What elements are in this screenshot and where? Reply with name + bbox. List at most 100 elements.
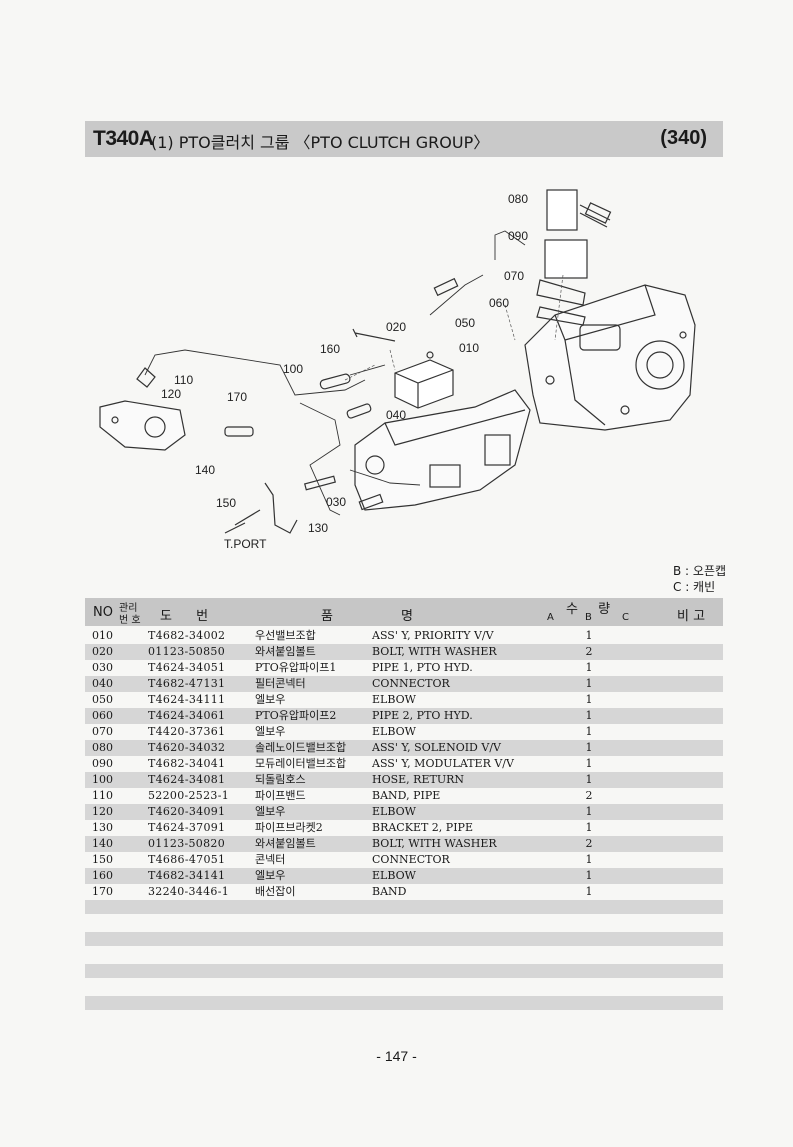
parts-table-header: NO 관리 번 호 도 번 품 명 수 량 A B C 비 고 bbox=[85, 598, 723, 626]
header-mgmt-bottom: 번 호 bbox=[119, 615, 141, 626]
table-row: 020 01123-50850 와셔붙임볼트 BOLT, WITH WASHER 2 bbox=[85, 644, 723, 660]
row-qty: 1 bbox=[585, 885, 593, 898]
callout-030: 030 bbox=[326, 495, 347, 509]
row-name-kr: 엘보우 bbox=[255, 869, 286, 882]
row-no: 120 bbox=[92, 805, 113, 818]
row-name-kr: 와셔붙임볼트 bbox=[255, 837, 316, 850]
row-name-en: HOSE, RETURN bbox=[372, 773, 464, 786]
row-name-en: ASS' Y, PRIORITY V/V bbox=[372, 629, 494, 642]
row-qty: 1 bbox=[585, 741, 593, 754]
row-no: 140 bbox=[92, 837, 113, 850]
row-part-number: 32240-3446-1 bbox=[148, 885, 230, 898]
row-part-number: T4624-34061 bbox=[148, 709, 226, 722]
header-qty: 수 량 bbox=[566, 602, 611, 617]
row-name-en: BOLT, WITH WASHER bbox=[372, 837, 497, 850]
row-no: 040 bbox=[92, 677, 113, 690]
callout-060: 060 bbox=[489, 296, 510, 310]
section-title: (1) PTO클러치 그룹 〈PTO CLUTCH GROUP〉 bbox=[151, 133, 490, 152]
row-part-number: T4624-34111 bbox=[148, 693, 226, 706]
exploded-parts-diagram: 080 090 070 060 050 020 010 160 100 110 … bbox=[85, 165, 723, 565]
empty-row-band bbox=[85, 900, 723, 914]
header-name: 명 bbox=[401, 609, 413, 624]
callout-090: 090 bbox=[508, 229, 529, 243]
table-row: 130 T4624-37091 파이프브라켓2 BRACKET 2, PIPE 1 bbox=[85, 820, 723, 836]
row-qty: 2 bbox=[585, 837, 593, 850]
row-part-number: T4620-34032 bbox=[148, 741, 226, 754]
row-no: 070 bbox=[92, 725, 113, 738]
row-qty: 1 bbox=[585, 757, 593, 770]
callout-070: 070 bbox=[504, 269, 525, 283]
row-part-number: 01123-50850 bbox=[148, 645, 226, 658]
section-page-ref: (340) bbox=[660, 127, 707, 149]
callout-010: 010 bbox=[459, 341, 480, 355]
row-no: 160 bbox=[92, 869, 113, 882]
row-no: 130 bbox=[92, 821, 113, 834]
row-no: 150 bbox=[92, 853, 113, 866]
row-qty: 1 bbox=[585, 853, 593, 866]
legend-b: B : 오픈캡 bbox=[673, 564, 727, 578]
row-qty: 1 bbox=[585, 821, 593, 834]
legend-c: C : 캐빈 bbox=[673, 580, 716, 594]
row-name-en: ELBOW bbox=[372, 725, 416, 738]
callout-120: 120 bbox=[161, 387, 182, 401]
row-name-kr: 모듀레이터밸브조합 bbox=[255, 757, 347, 770]
row-name-kr: 파이프브라켓2 bbox=[255, 821, 323, 834]
row-name-kr: PTO유압파이프2 bbox=[255, 709, 337, 722]
row-part-number: T4420-37361 bbox=[148, 725, 226, 738]
row-name-en: ELBOW bbox=[372, 805, 416, 818]
row-qty: 1 bbox=[585, 709, 593, 722]
row-no: 170 bbox=[92, 885, 113, 898]
callout-170: 170 bbox=[227, 390, 248, 404]
header-remarks: 비 고 bbox=[677, 609, 706, 624]
row-qty: 1 bbox=[585, 661, 593, 674]
row-name-en: BRACKET 2, PIPE bbox=[372, 821, 473, 834]
section-title-bar: T340A (1) PTO클러치 그룹 〈PTO CLUTCH GROUP〉 (… bbox=[85, 121, 723, 157]
row-no: 020 bbox=[92, 645, 113, 658]
row-qty: 2 bbox=[585, 645, 593, 658]
row-part-number: T4624-37091 bbox=[148, 821, 226, 834]
callout-020: 020 bbox=[386, 320, 407, 334]
row-name-kr: 파이프밴드 bbox=[255, 789, 306, 802]
row-no: 030 bbox=[92, 661, 113, 674]
row-no: 110 bbox=[92, 789, 113, 802]
row-name-kr: 와셔붙임볼트 bbox=[255, 645, 316, 658]
row-no: 010 bbox=[92, 629, 113, 642]
row-name-kr: 엘보우 bbox=[255, 693, 286, 706]
row-qty: 1 bbox=[585, 869, 593, 882]
row-no: 080 bbox=[92, 741, 113, 754]
row-qty: 2 bbox=[585, 789, 593, 802]
row-qty: 1 bbox=[585, 725, 593, 738]
row-part-number: T4682-34141 bbox=[148, 869, 226, 882]
row-no: 090 bbox=[92, 757, 113, 770]
row-part-number: T4686-47051 bbox=[148, 853, 226, 866]
row-name-kr: 엘보우 bbox=[255, 805, 286, 818]
header-no: NO bbox=[93, 605, 113, 620]
row-no: 100 bbox=[92, 773, 113, 786]
row-name-en: BAND bbox=[372, 885, 407, 898]
row-part-number: T4682-47131 bbox=[148, 677, 226, 690]
header-qty-a: A bbox=[547, 612, 554, 623]
callout-050: 050 bbox=[455, 316, 476, 330]
row-name-en: BOLT, WITH WASHER bbox=[372, 645, 497, 658]
header-part: 품 bbox=[321, 609, 333, 624]
header-qty-c: C bbox=[622, 612, 629, 623]
row-qty: 1 bbox=[585, 629, 593, 642]
row-name-en: PIPE 1, PTO HYD. bbox=[372, 661, 473, 674]
section-code: T340A bbox=[93, 127, 154, 150]
row-name-kr: 필터콘넥터 bbox=[255, 677, 306, 690]
row-no: 060 bbox=[92, 709, 113, 722]
row-name-kr: 솔레노이드밸브조합 bbox=[255, 741, 347, 754]
